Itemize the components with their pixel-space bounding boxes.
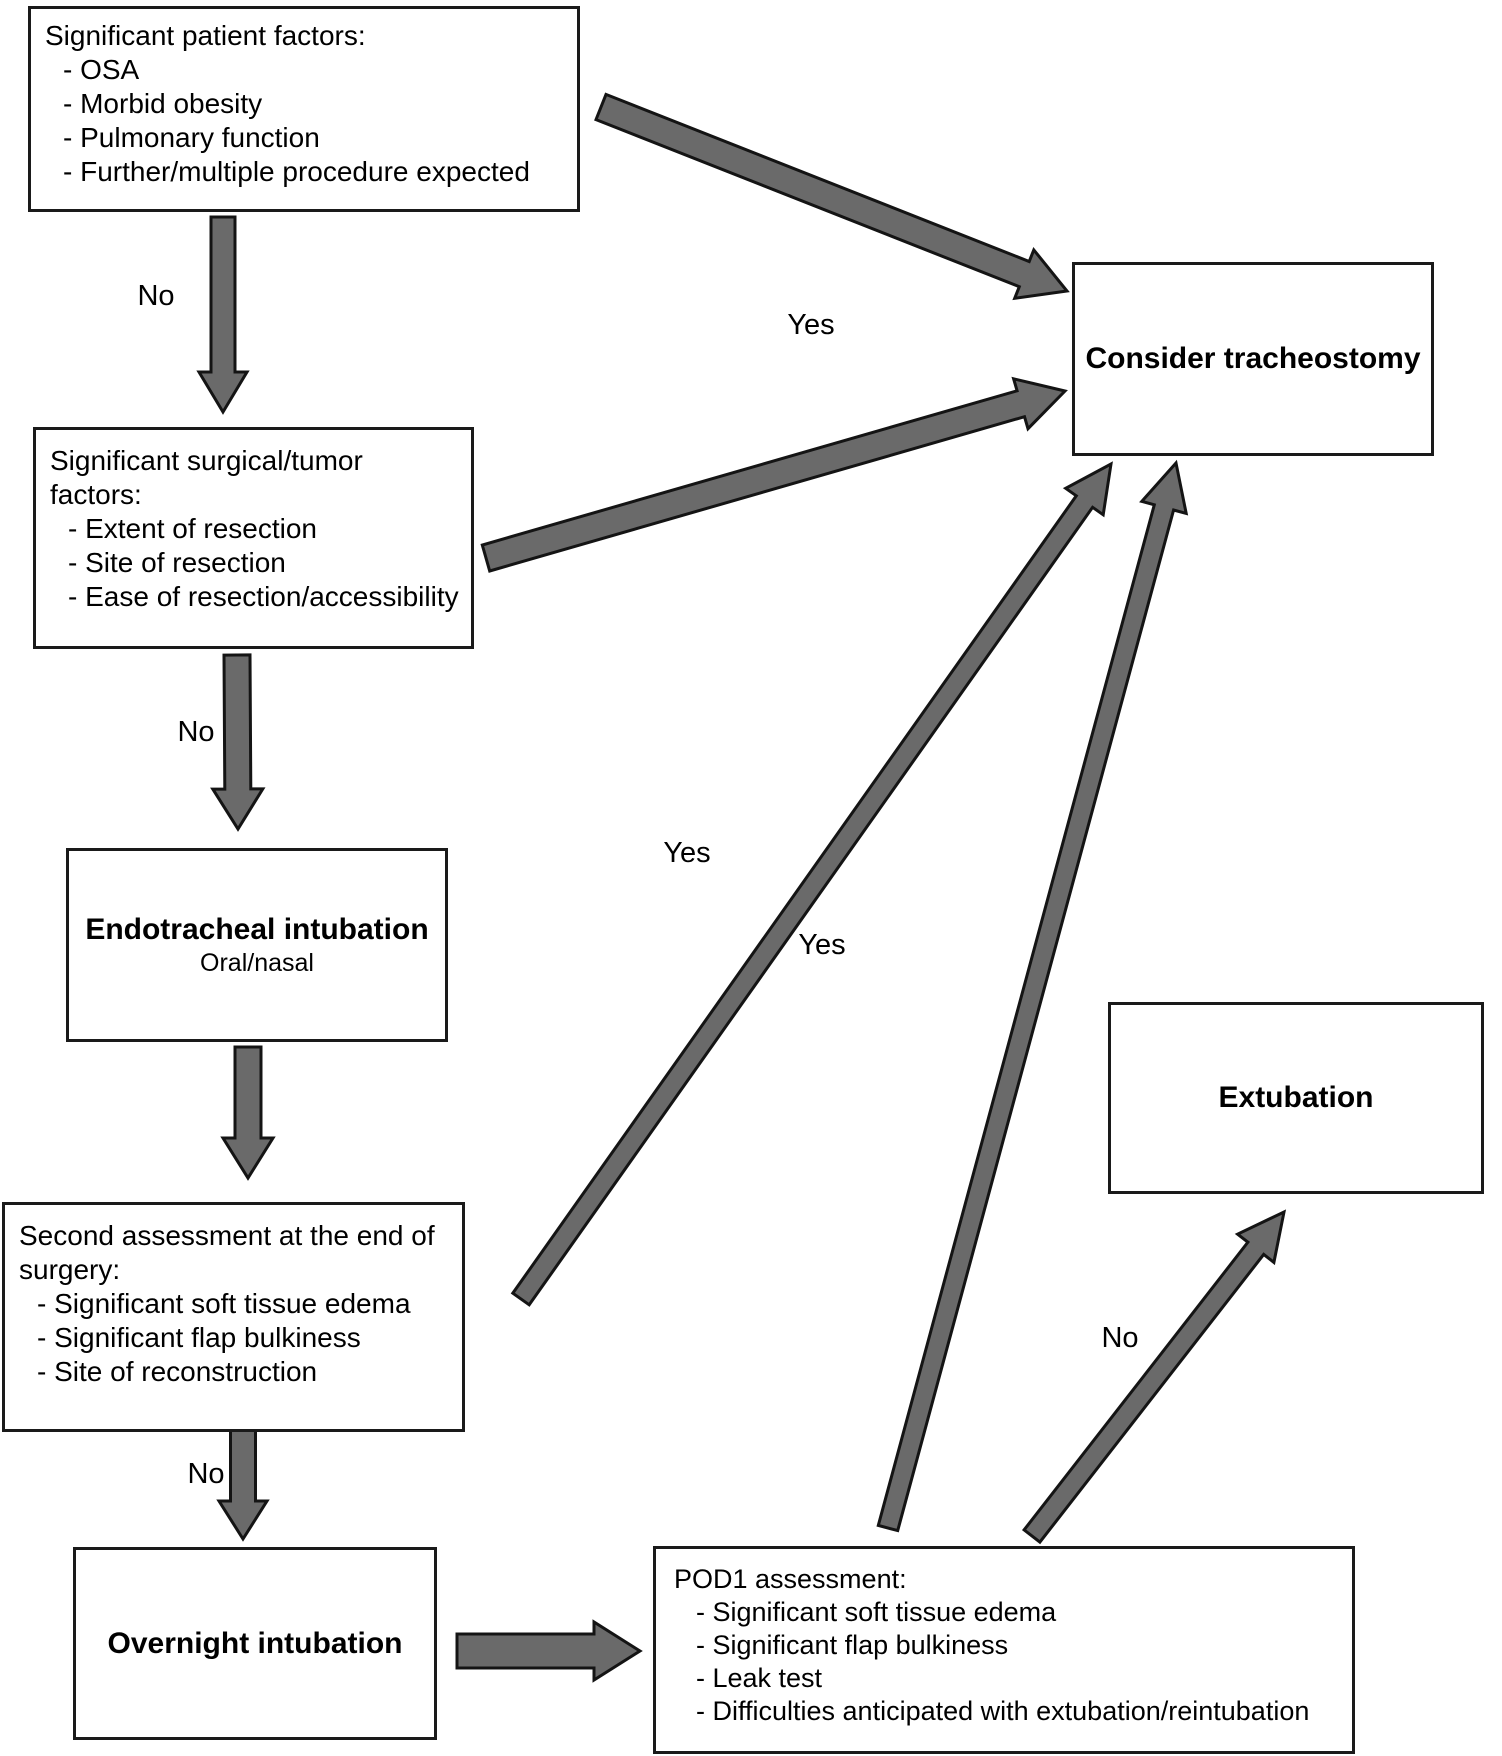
- bullet-item: - Pulmonary function: [63, 122, 320, 153]
- bullet-list: - Extent of resection- Site of resection…: [50, 512, 459, 614]
- node-consider-tracheostomy: Consider tracheostomy: [1072, 262, 1434, 456]
- arrow-overnight-pod1: [455, 1619, 643, 1683]
- node-title: Overnight intubation: [107, 1626, 403, 1660]
- bullet-item: - OSA: [63, 54, 140, 85]
- node-title: POD1 assessment:: [674, 1564, 907, 1594]
- edge-label-pod1-extubation: No: [1101, 1322, 1139, 1354]
- node-overnight-intubation: Overnight intubation: [73, 1547, 437, 1740]
- node-endotracheal-intubation: Endotracheal intubation Oral/nasal: [66, 848, 448, 1042]
- bullet-item: - Significant flap bulkiness: [696, 1630, 1009, 1660]
- node-surgical-tumor-factors: Significant surgical/tumor factors: - Ex…: [33, 427, 474, 649]
- node-title: Extubation: [1218, 1081, 1374, 1114]
- node-second-assessment: Second assessment at the end of surgery:…: [2, 1202, 465, 1432]
- bullet-item: - Site of reconstruction: [37, 1356, 318, 1387]
- arrow-surgical-endotracheal: [210, 653, 266, 832]
- bullet-item: - Difficulties anticipated with extubati…: [696, 1696, 1310, 1726]
- arrow-pod1-tracheostomy: [876, 459, 1189, 1533]
- node-title: Endotracheal intubation: [85, 913, 429, 946]
- bullet-item: - Leak test: [696, 1663, 823, 1693]
- bullet-item: - Ease of resection/accessibility: [68, 581, 459, 612]
- edge-label-patient-tracheostomy: Yes: [787, 309, 835, 341]
- node-title: Significant patient factors:: [45, 20, 366, 51]
- edge-label-second-overnight: No: [187, 1458, 225, 1490]
- node-subtitle: Oral/nasal: [200, 949, 314, 977]
- bullet-item: - Significant soft tissue edema: [696, 1597, 1057, 1627]
- bullet-item: - Extent of resection: [68, 513, 318, 544]
- edge-label-patient-surgical: No: [137, 280, 175, 312]
- node-title: Second assessment at the end of surgery:: [19, 1220, 435, 1285]
- node-extubation: Extubation: [1108, 1002, 1484, 1194]
- bullet-item: - Significant soft tissue edema: [37, 1288, 411, 1319]
- bullet-list: - Significant soft tissue edema- Signifi…: [19, 1287, 448, 1389]
- bullet-list: - Significant soft tissue edema- Signifi…: [674, 1596, 1334, 1728]
- arrow-surgical-tracheostomy: [480, 376, 1068, 573]
- edge-label-pod1-tracheostomy: Yes: [798, 929, 846, 961]
- node-patient-factors: Significant patient factors: - OSA- Morb…: [28, 6, 580, 212]
- edge-label-surgical-endotracheal: No: [177, 716, 215, 748]
- node-title: Consider tracheostomy: [1085, 342, 1421, 375]
- arrow-patient-tracheostomy: [594, 92, 1070, 301]
- node-title: Significant surgical/tumor factors:: [50, 445, 363, 510]
- bullet-item: - Further/multiple procedure expected: [63, 156, 530, 187]
- bullet-item: - Morbid obesity: [63, 88, 263, 119]
- arrow-second-tracheostomy: [510, 461, 1113, 1307]
- bullet-list: - OSA- Morbid obesity- Pulmonary functio…: [45, 53, 563, 189]
- arrow-patient-surgical: [196, 215, 250, 415]
- arrow-pod1-extubation: [1021, 1209, 1287, 1545]
- bullet-item: - Significant flap bulkiness: [37, 1322, 361, 1353]
- bullet-item: - Site of resection: [68, 547, 286, 578]
- arrow-second-overnight: [216, 1423, 270, 1542]
- edge-label-second-tracheostomy: Yes: [663, 837, 711, 869]
- arrow-endotracheal-second: [220, 1045, 276, 1181]
- node-pod1-assessment: POD1 assessment: - Significant soft tiss…: [653, 1546, 1355, 1754]
